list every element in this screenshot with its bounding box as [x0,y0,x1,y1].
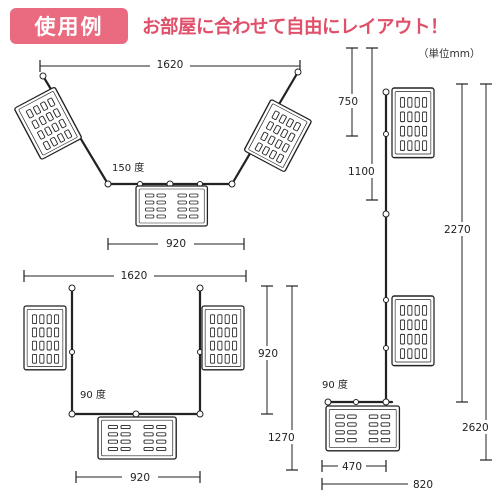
dimension-820: 820 [321,477,438,491]
depth-dimension-920: 920 [258,285,280,415]
label-470: 470 [342,461,362,473]
dimension-1100: 1100 [348,47,378,201]
width-label-1620-top: 1620 [157,59,184,71]
dimension-750: 750 [338,47,364,137]
depth-label-920: 920 [258,348,278,360]
angle-label-90-left: 90 度 [80,388,106,401]
width-dimension-1620-top: 1620 [39,57,301,72]
layout-150-degree: 1620 150 度 920 [13,57,313,250]
angle-label-90-right: 90 度 [322,378,348,391]
label-1100: 1100 [348,166,375,178]
total-depth-label-1270: 1270 [268,432,295,444]
layout-straight: 750 1100 90 度 2270 [321,47,494,491]
center-width-label-920-bottom: 920 [130,472,150,484]
width-dimension-920-top: 920 [107,236,245,250]
width-dimension-1620-bottom: 1620 [23,268,247,282]
dimension-2620: 2620 [462,83,494,461]
dimension-2270: 2270 [444,83,476,403]
label-820: 820 [413,479,433,491]
label-2620: 2620 [462,422,489,434]
unit-note: （単位mm） [418,48,481,60]
headline: お部屋に合わせて自由にレイアウト！ [142,17,449,38]
label-2270: 2270 [444,224,471,236]
label-750: 750 [338,96,358,108]
center-width-label-920-top: 920 [166,238,186,250]
center-width-dimension-920-bottom: 920 [75,470,201,484]
angle-label-150: 150 度 [112,161,144,174]
total-depth-dimension-1270: 1270 [268,285,298,471]
width-label-1620-bottom: 1620 [121,270,148,282]
dimension-470: 470 [321,459,387,473]
layout-90-degree: 1620 90 度 920 920 [23,268,298,484]
usage-example-badge: 使用例 [10,8,128,44]
